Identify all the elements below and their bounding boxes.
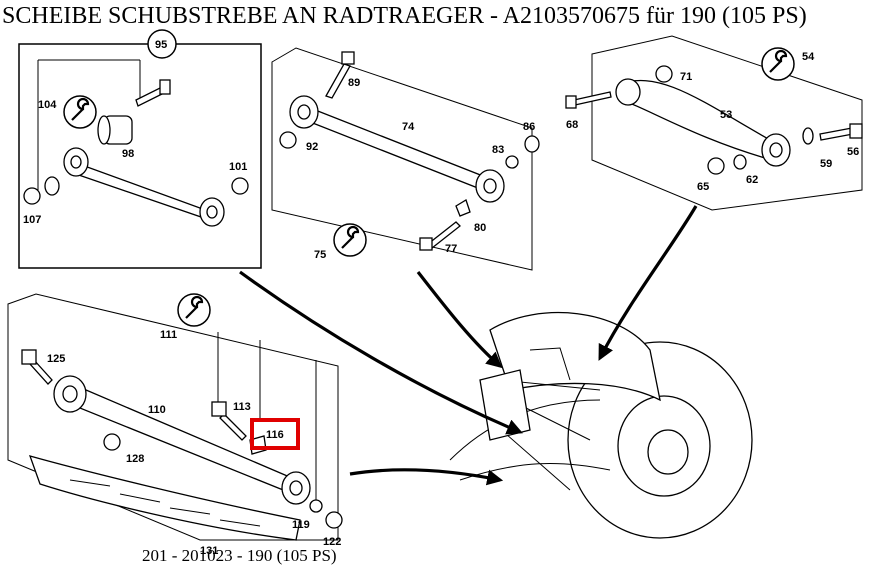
callout-71: 71 xyxy=(680,71,692,83)
callout-104: 104 xyxy=(38,99,57,111)
callout-56: 56 xyxy=(847,146,859,158)
callout-83: 83 xyxy=(492,144,504,156)
highlight-box xyxy=(250,418,300,450)
callout-116: 116 xyxy=(266,429,284,441)
callout-119: 119 xyxy=(292,519,310,531)
callout-80: 80 xyxy=(474,222,486,234)
callout-65: 65 xyxy=(697,181,709,193)
callout-68: 68 xyxy=(566,119,578,131)
callout-labels: 95 104 98 101 107 89 74 92 86 83 80 77 7… xyxy=(23,39,859,557)
wrench-icon xyxy=(760,46,796,82)
pointer-arrows xyxy=(239,205,698,486)
page-title: SCHEIBE SCHUBSTREBE AN RADTRAEGER - A210… xyxy=(2,3,807,29)
panel-74 xyxy=(271,47,540,271)
callout-122: 122 xyxy=(323,536,341,548)
callout-101: 101 xyxy=(229,161,247,173)
callout-113: 113 xyxy=(233,401,251,413)
callout-110: 110 xyxy=(148,404,166,416)
callout-77: 77 xyxy=(445,243,457,255)
callout-131: 131 xyxy=(200,545,218,557)
wrench-icon xyxy=(332,222,368,258)
callout-107: 107 xyxy=(23,214,41,226)
callout-125: 125 xyxy=(47,353,65,365)
panel-95 xyxy=(18,29,262,269)
callout-86: 86 xyxy=(523,121,535,133)
callout-74: 74 xyxy=(402,121,415,133)
callout-53: 53 xyxy=(720,109,732,121)
callout-59: 59 xyxy=(820,158,832,170)
callout-128: 128 xyxy=(126,453,144,465)
callout-89: 89 xyxy=(348,77,360,89)
callout-62: 62 xyxy=(746,174,758,186)
callout-92: 92 xyxy=(306,141,318,153)
axle-assembly xyxy=(449,312,753,539)
footer-caption: 201 - 201023 - 190 (105 PS) xyxy=(142,546,337,565)
wrench-icon xyxy=(62,94,98,130)
wrench-icon xyxy=(176,292,212,328)
panel-110 xyxy=(7,292,343,541)
panel-54 xyxy=(565,35,863,211)
callout-111: 111 xyxy=(160,329,177,341)
callout-54: 54 xyxy=(802,51,815,63)
callout-95: 95 xyxy=(155,39,167,51)
callout-75: 75 xyxy=(314,249,326,261)
callout-98: 98 xyxy=(122,148,134,160)
